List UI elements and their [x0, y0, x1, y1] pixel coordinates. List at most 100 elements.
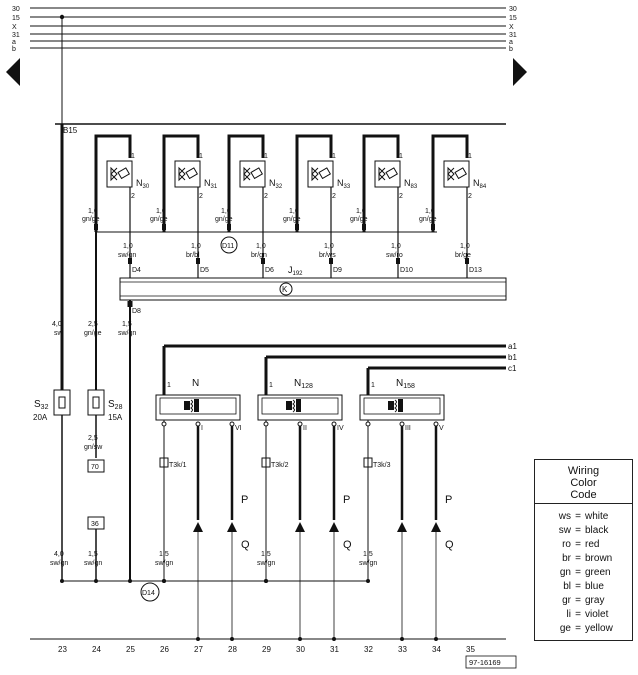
column-number: 29 [262, 645, 271, 654]
pin-2-label: 2 [399, 193, 403, 200]
ecu-pin-label: D10 [400, 267, 413, 274]
wire-24c-top: 1,5 [88, 551, 98, 558]
column-number: 30 [296, 645, 305, 654]
column-number: 34 [432, 645, 441, 654]
wire-bot-label: gn/ge [283, 216, 301, 223]
wire-bot-label: gn/ge [350, 216, 368, 223]
coil-output-label: VI [235, 425, 242, 432]
wire2-top-label: 1,0 [324, 243, 334, 250]
coil-connector-label: T3k/1 [169, 462, 187, 469]
wire2-top-label: 1,0 [391, 243, 401, 250]
wire-24b-bot: gn/sw [84, 444, 103, 451]
wire2-bot-label: sw/gn [118, 252, 136, 259]
coil-output-label: III [405, 425, 411, 432]
fuse-s28-label: S28 [108, 399, 123, 411]
legend-color-name: blue [585, 581, 604, 592]
injector-name: N31 [204, 178, 218, 190]
d8-label: D8 [132, 308, 141, 315]
fuse-s32-label: S32 [34, 399, 49, 411]
legend-equals: = [575, 609, 581, 620]
fuse-s32-rating: 20A [33, 413, 48, 422]
previous-page-arrow-icon[interactable] [6, 58, 20, 86]
bus-label-b: b [12, 46, 16, 53]
coil-connector-label: T3k/2 [271, 462, 289, 469]
coil-pin-1: 1 [269, 382, 273, 389]
bus-label-31: 31 [12, 32, 20, 39]
legend-color-name: white [585, 511, 609, 522]
coil-wire-bot: sw/gn [359, 560, 377, 567]
legend-row: sw=black [535, 524, 632, 538]
wire-bot-label: gn/ge [82, 216, 100, 223]
ecu-ground-symbol [279, 282, 293, 296]
bus-label-a: a [12, 39, 16, 46]
column-number: 24 [92, 645, 101, 654]
injector-name: N30 [136, 178, 150, 190]
column-number: 27 [194, 645, 203, 654]
bus-label-31-right: 31 [509, 32, 517, 39]
ecu-ground-label: K [282, 285, 288, 294]
fuse-s32 [53, 389, 71, 416]
coil-wire-top: 1,5 [159, 551, 169, 558]
legend-equals: = [575, 623, 581, 634]
bus-label-b-right: b [509, 46, 513, 53]
wire-23c-bot: sw/gn [50, 560, 68, 567]
pin-1-label: 1 [199, 153, 203, 160]
next-page-arrow-icon[interactable] [513, 58, 527, 86]
column-number: 35 [466, 645, 475, 654]
bus-label-15: 15 [12, 15, 20, 22]
wire2-bot-label: br/ws [319, 252, 336, 259]
legend-equals: = [575, 595, 581, 606]
wire-23-top: 4,0 [52, 321, 62, 328]
wire2-bot-label: br/ge [455, 252, 471, 259]
legend-code: ro [562, 539, 571, 550]
b15-label: B15 [63, 126, 78, 135]
ecu-name: J192 [288, 265, 303, 277]
bus-b1-label: b1 [508, 353, 517, 362]
bus-c1-label: c1 [508, 364, 517, 373]
wire-top-label: 1,0 [356, 208, 366, 215]
legend-code: bl [563, 581, 571, 592]
legend-code: ge [559, 623, 571, 634]
legend-code: li [566, 609, 571, 620]
connector-box-70 [87, 459, 105, 473]
pin-2-label: 2 [199, 193, 203, 200]
injector-name: N32 [269, 178, 283, 190]
legend-title-line-3: Code [570, 489, 597, 501]
injector-name: N83 [404, 178, 418, 190]
legend-equals: = [575, 567, 581, 578]
injector-group: 12N301,0gn/ge1,0sw/gnD412N311,0gn/ge1,0b… [82, 134, 487, 390]
legend-color-name: yellow [585, 623, 613, 634]
pin-2-label: 2 [131, 193, 135, 200]
coil-name: N158 [396, 378, 415, 390]
pin-1-label: 1 [264, 153, 268, 160]
legend-code: ws [558, 511, 571, 522]
wire2-bot-label: sw/ro [386, 252, 403, 259]
bus-labels-right: 30 15 X 31 a b [509, 6, 517, 53]
legend-color-name: black [585, 525, 609, 536]
coil-output-label: II [303, 425, 307, 432]
column-number: 28 [228, 645, 237, 654]
bus-label-30: 30 [12, 6, 20, 13]
coil-wire-bot: sw/gn [155, 560, 173, 567]
bus-label-x: X [12, 24, 17, 31]
wire-24c-bot: sw/gn [84, 560, 102, 567]
bus-label-x-right: X [509, 24, 514, 31]
legend-equals: = [575, 539, 581, 550]
coil-name: N128 [294, 378, 313, 390]
legend-color-name: violet [585, 609, 609, 620]
spark-label-p: P [445, 494, 452, 506]
ecu-pin-label: D4 [132, 267, 141, 274]
ecu-pin-label: D13 [469, 267, 482, 274]
column-number: 32 [364, 645, 373, 654]
coil-connector-label: T3k/3 [373, 462, 391, 469]
wire2-bot-label: br/gn [251, 252, 267, 259]
figure-id-box [465, 655, 517, 669]
